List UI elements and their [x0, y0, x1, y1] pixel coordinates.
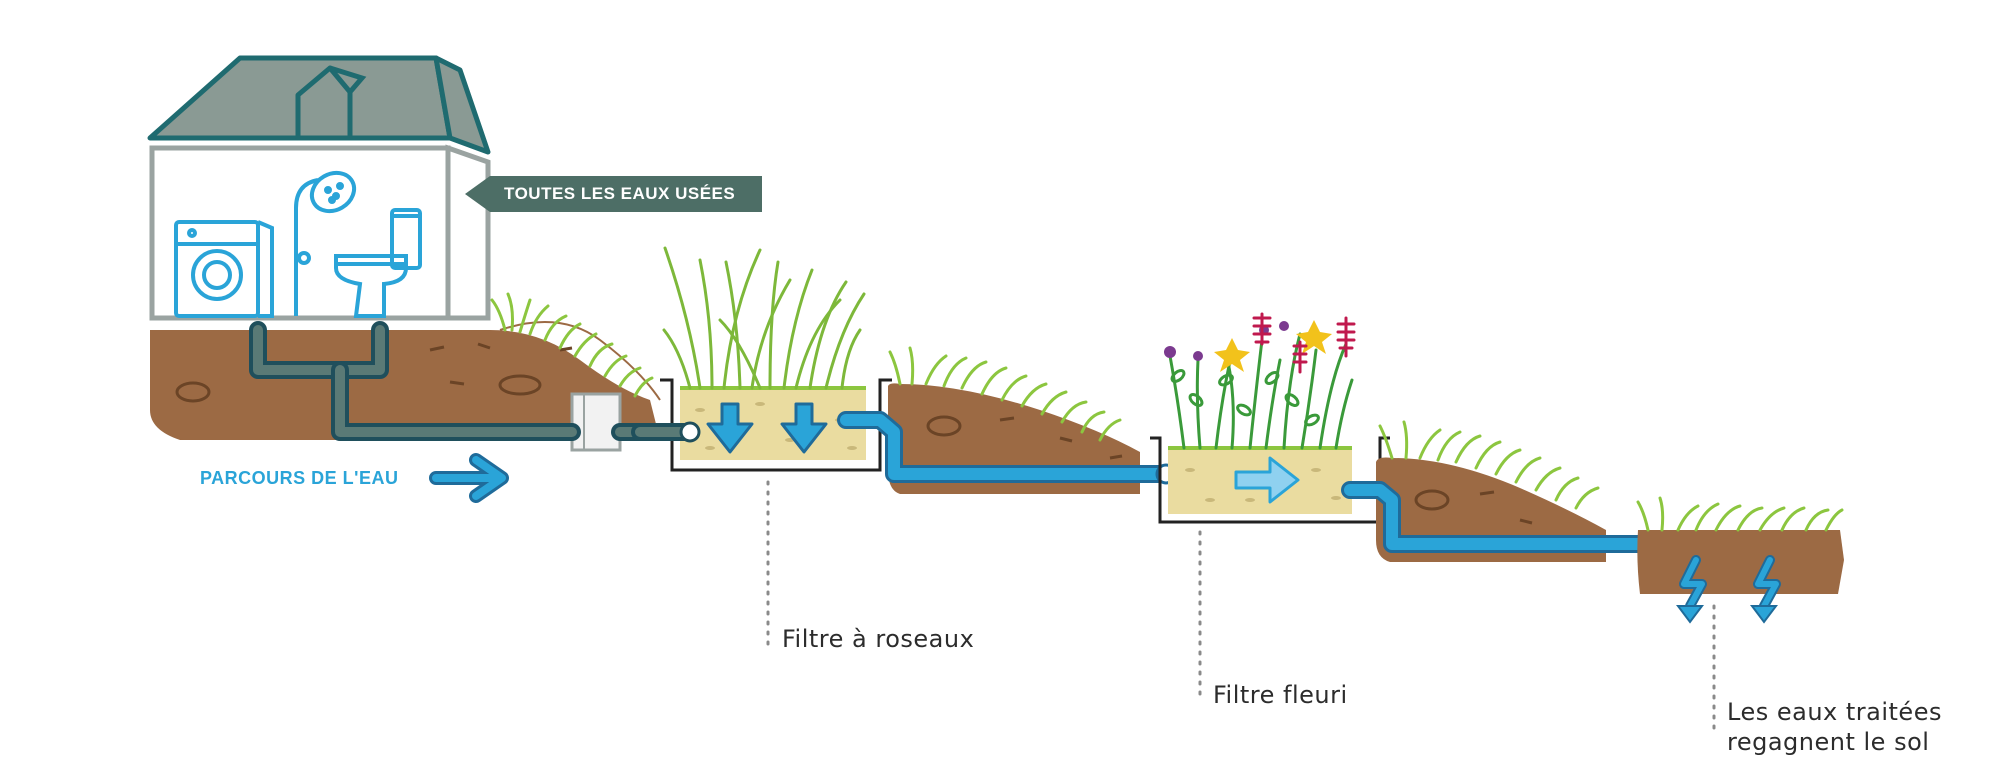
treated-water-caption-line2: regagnent le sol — [1727, 728, 1930, 756]
septic-tank-icon — [570, 392, 622, 452]
reed-filter-caption: Filtre à roseaux — [782, 625, 975, 653]
grass-lower-bank — [1378, 420, 1600, 510]
treated-water-caption-line1: Les eaux traitées — [1727, 698, 1942, 726]
shower-icon — [294, 170, 357, 316]
flow-arrow-icon — [429, 453, 509, 503]
soil-bank-final — [1637, 530, 1844, 594]
reed-filter — [631, 246, 892, 472]
treated-water-caption: Les eaux traitées regagnent le sol — [1727, 697, 1942, 757]
all-wastewater-label: TOUTES LES EAUX USÉES — [490, 176, 762, 212]
grass-middle-bank — [888, 346, 1122, 442]
grass-final-bank — [1636, 496, 1844, 532]
washing-machine-icon — [174, 220, 274, 318]
label-pointer — [465, 176, 490, 212]
toilet-icon — [334, 208, 422, 318]
flower-filter-caption: Filtre fleuri — [1213, 681, 1348, 709]
flow-arrow-icon — [706, 402, 828, 454]
water-path-label: PARCOURS DE L'EAU — [200, 468, 399, 488]
callout-lines — [766, 480, 1716, 732]
flower-filter — [1150, 312, 1390, 524]
grass-house-bank — [490, 292, 654, 398]
flow-arrow-icon — [1234, 456, 1300, 504]
house-icon — [147, 55, 491, 321]
